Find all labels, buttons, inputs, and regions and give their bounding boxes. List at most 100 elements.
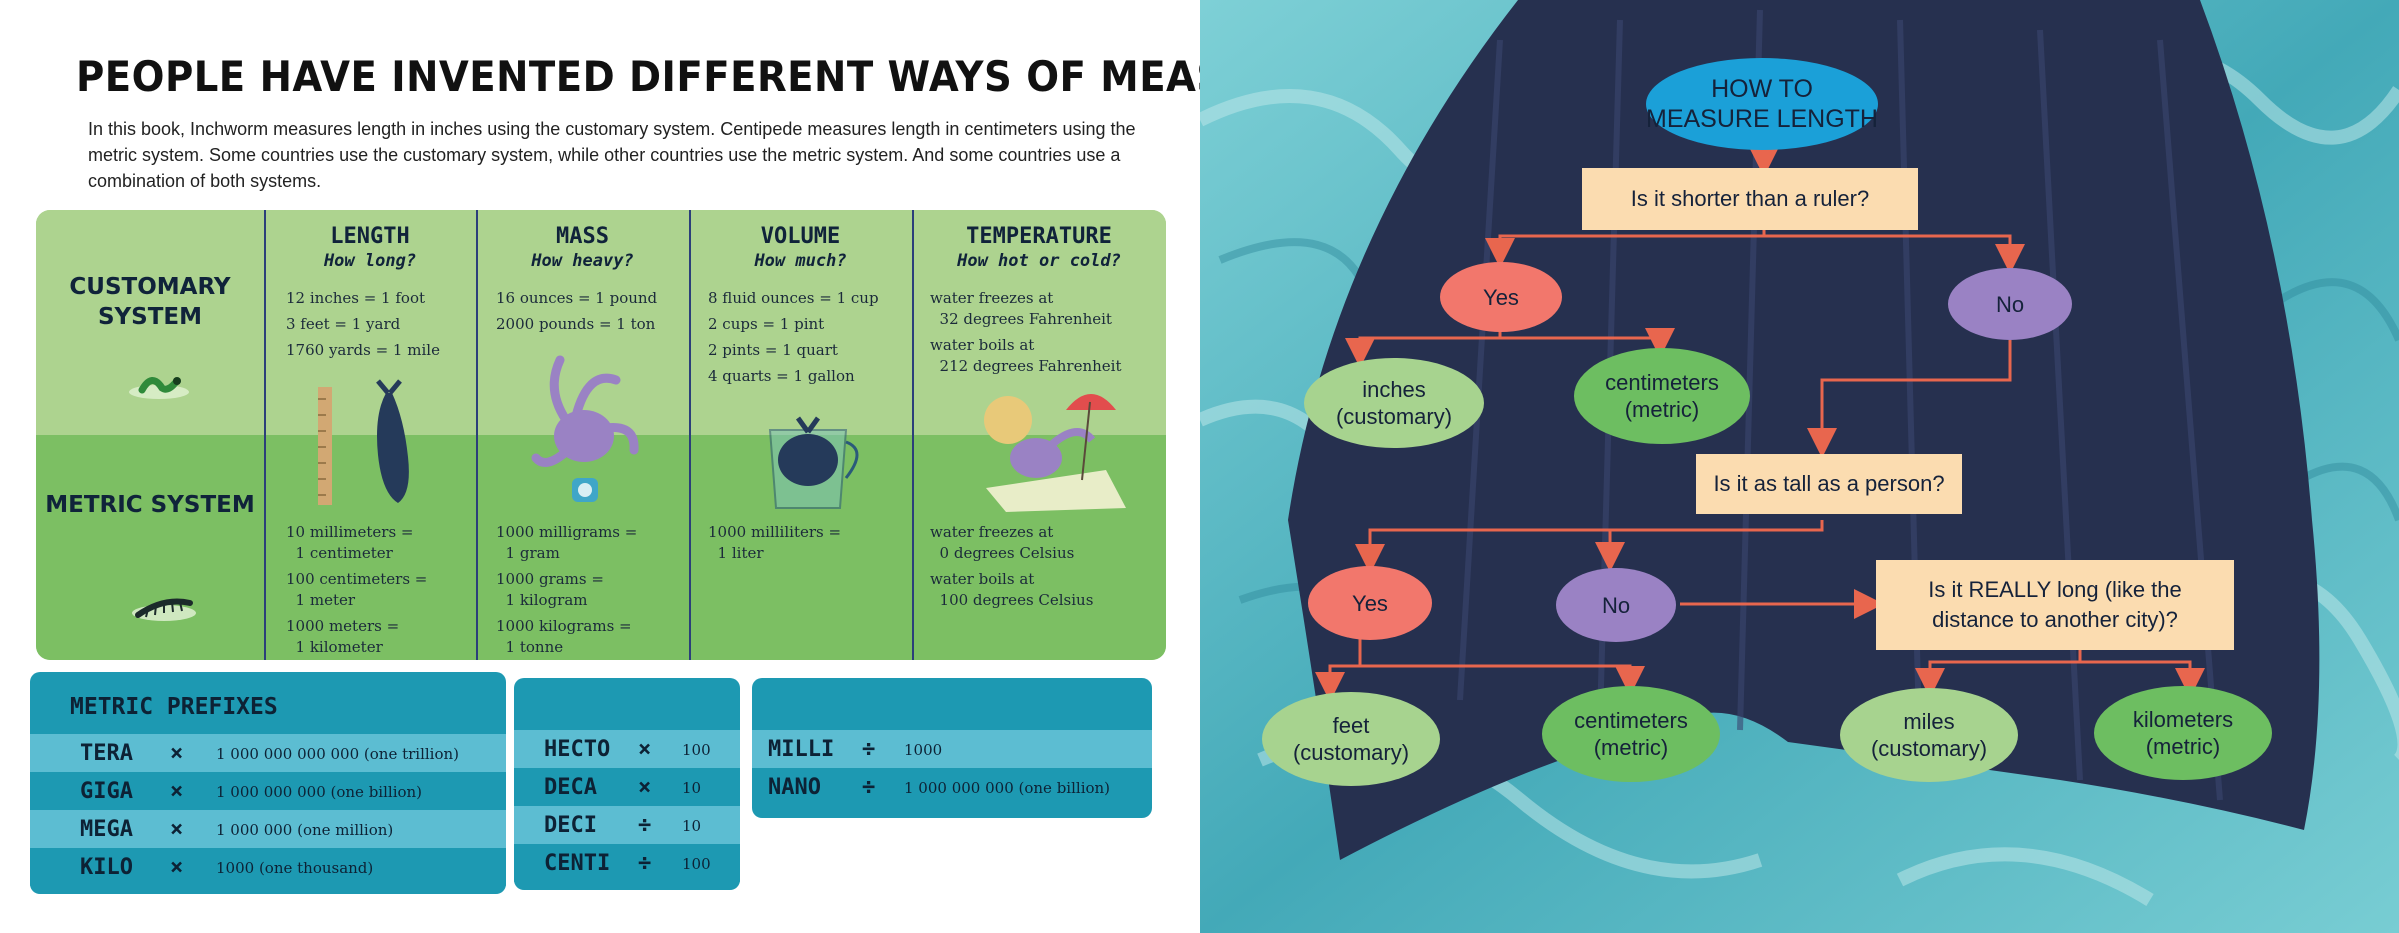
customary-temperature-cell: water freezes at 32 degrees Fahrenheit w… — [930, 288, 1121, 382]
column-divider — [912, 210, 914, 660]
prefix-name: DECI — [544, 813, 597, 838]
answer-yes-bubble: Yes — [1440, 262, 1562, 332]
conversion-line: 100 centimeters = 1 meter — [286, 570, 428, 609]
prefix-row-milli: MILLI ÷ 1000 — [752, 730, 1152, 768]
conversion-line: 8 fluid ounces = 1 cup — [708, 289, 879, 307]
result-feet-bubble: feet (customary) — [1262, 692, 1440, 786]
beach-octopus-illustration — [984, 394, 1126, 512]
result-centimeters-bubble: centimeters (metric) — [1574, 348, 1750, 444]
prefix-name: MEGA — [80, 817, 133, 842]
conversion-line: water boils at 212 degrees Fahrenheit — [930, 336, 1122, 375]
column-heading-mass: MASS How heavy? — [476, 224, 689, 271]
answer-yes-bubble: Yes — [1308, 566, 1432, 640]
prefix-operator: ÷ — [638, 813, 652, 838]
prefix-name: MILLI — [768, 737, 835, 762]
column-heading-temperature: TEMPERATURE How hot or cold? — [912, 224, 1166, 271]
conversion-line: 1000 milliliters = 1 liter — [708, 523, 842, 562]
question-tall-as-person: Is it as tall as a person? — [1696, 454, 1962, 514]
heading-text: TEMPERATURE — [966, 224, 1112, 249]
prefix-name: DECA — [544, 775, 597, 800]
prefix-value: 100 — [682, 855, 711, 873]
prefix-value: 1000 (one thousand) — [216, 859, 374, 877]
octopus-scale-illustration — [531, 355, 639, 502]
prefix-row-kilo: KILO × 1000 (one thousand) — [30, 848, 506, 886]
centipede-icon — [132, 598, 196, 621]
flowchart-arrows — [1315, 147, 2205, 702]
prefix-value: 100 — [682, 741, 711, 759]
prefix-row-deci: DECI ÷ 10 — [514, 806, 740, 844]
conversion-line: 1000 kilograms = 1 tonne — [496, 617, 632, 656]
answer-no-bubble: No — [1948, 268, 2072, 340]
conversion-line: 16 ounces = 1 pound — [496, 289, 658, 307]
customary-length-cell: 12 inches = 1 foot 3 feet = 1 yard 1760 … — [286, 288, 440, 366]
prefix-row-giga: GIGA × 1 000 000 000 (one billion) — [30, 772, 506, 810]
question-shorter-than-ruler: Is it shorter than a ruler? — [1582, 168, 1918, 230]
prefix-name: KILO — [80, 855, 133, 880]
left-page: PEOPLE HAVE INVENTED DIFFERENT WAYS OF M… — [30, 52, 1367, 894]
heading-text: MASS — [556, 224, 609, 249]
prefix-operator: × — [170, 855, 184, 880]
prefix-row-deca: DECA × 10 — [514, 768, 740, 806]
metric-temperature-cell: water freezes at 0 degrees Celsius water… — [930, 522, 1093, 616]
prefix-value: 1 000 000 000 000 (one trillion) — [216, 745, 460, 763]
conversion-line: 2000 pounds = 1 ton — [496, 315, 656, 333]
prefix-box-large: METRIC PREFIXES TERA × 1 000 000 000 000… — [30, 672, 506, 894]
column-heading-volume: VOLUME How much? — [689, 224, 912, 271]
prefix-value: 1 000 000 000 (one billion) — [216, 783, 423, 801]
inchworm-icon — [129, 377, 189, 399]
conversion-line: water freezes at 0 degrees Celsius — [930, 523, 1075, 562]
conversion-line: 12 inches = 1 foot — [286, 289, 426, 307]
customary-mass-cell: 16 ounces = 1 pound 2000 pounds = 1 ton — [496, 288, 657, 340]
result-centimeters-bubble: centimeters (metric) — [1542, 686, 1720, 782]
result-miles-bubble: miles (customary) — [1840, 688, 2018, 782]
right-page: HOW TO MEASURE LENGTH Is it shorter than… — [1200, 0, 2399, 933]
conversion-line: 2 cups = 1 pint — [708, 315, 825, 333]
prefix-operator: × — [638, 737, 652, 762]
column-divider — [476, 210, 478, 660]
flowchart-start-bubble: HOW TO MEASURE LENGTH — [1646, 58, 1878, 150]
conversion-line: 1000 meters = 1 kilometer — [286, 617, 400, 656]
heading-question: How long? — [323, 251, 417, 271]
prefix-name: TERA — [80, 741, 133, 766]
conversion-line: 10 millimeters = 1 centimeter — [286, 523, 414, 562]
prefix-row-tera: TERA × 1 000 000 000 000 (one trillion) — [30, 734, 506, 772]
prefixes-title: METRIC PREFIXES — [70, 694, 278, 720]
result-inches-bubble: inches (customary) — [1304, 358, 1484, 448]
prefix-operator: ÷ — [638, 851, 652, 876]
whale-ruler-illustration — [318, 379, 409, 505]
metric-mass-cell: 1000 milligrams = 1 gram 1000 grams = 1 … — [496, 522, 637, 660]
page-title: PEOPLE HAVE INVENTED DIFFERENT WAYS OF M… — [76, 52, 1367, 101]
prefix-name: NANO — [768, 775, 821, 800]
column-heading-length: LENGTH How long? — [264, 224, 476, 271]
prefix-operator: ÷ — [862, 737, 876, 762]
prefix-operator: × — [638, 775, 652, 800]
conversion-line: 1760 yards = 1 mile — [286, 341, 440, 359]
metric-length-cell: 10 millimeters = 1 centimeter 100 centim… — [286, 522, 427, 660]
conversion-line: 1000 grams = 1 kilogram — [496, 570, 604, 609]
prefix-box-small: MILLI ÷ 1000 NANO ÷ 1 000 000 000 (one b… — [752, 678, 1152, 818]
prefix-operator: × — [170, 779, 184, 804]
customary-system-label: CUSTOMARY SYSTEM — [69, 274, 231, 330]
prefix-row-hecto: HECTO × 100 — [514, 730, 740, 768]
prefix-name: GIGA — [80, 779, 133, 804]
prefix-row-mega: MEGA × 1 000 000 (one million) — [30, 810, 506, 848]
heading-question: How heavy? — [531, 251, 634, 271]
conversion-line: 2 pints = 1 quart — [708, 341, 838, 359]
intro-paragraph: In this book, Inchworm measures length i… — [88, 119, 1136, 191]
prefix-row-centi: CENTI ÷ 100 — [514, 844, 740, 882]
heading-question: How hot or cold? — [957, 251, 1121, 271]
prefix-box-medium: HECTO × 100 DECA × 10 DECI ÷ 10 CENTI ÷ … — [514, 678, 740, 890]
prefix-operator: × — [170, 741, 184, 766]
heading-text: LENGTH — [330, 224, 410, 249]
prefix-value: 1 000 000 000 (one billion) — [904, 779, 1111, 797]
prefix-operator: ÷ — [862, 775, 876, 800]
prefix-operator: × — [170, 817, 184, 842]
column-divider — [264, 210, 266, 660]
measurement-systems-table: CUSTOMARY SYSTEM METRIC SYSTEM LENGTH Ho… — [36, 210, 1166, 660]
prefix-value: 10 — [682, 817, 702, 835]
metric-system-label: METRIC SYSTEM — [45, 492, 255, 518]
conversion-line: water boils at 100 degrees Celsius — [930, 570, 1094, 609]
prefix-row-nano: NANO ÷ 1 000 000 000 (one billion) — [752, 768, 1152, 806]
heading-question: How much? — [754, 251, 847, 271]
question-really-long: Is it REALLY long (like the distance to … — [1876, 560, 2234, 650]
